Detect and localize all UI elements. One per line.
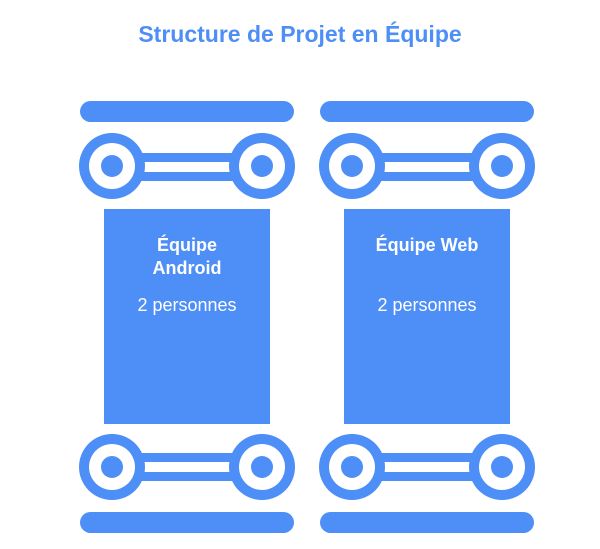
team-android-count: 2 personnes: [137, 295, 237, 315]
diagram-title: Structure de Projet en Équipe: [138, 21, 462, 47]
pillar-shaft: [344, 209, 510, 424]
pillar-bottom-cap: [320, 512, 534, 533]
team-android-name: Équipe Android: [152, 235, 222, 278]
pillar-top-beam: [350, 172, 504, 181]
pillar-web: [319, 101, 535, 533]
pillar-bottom-cap: [80, 512, 294, 533]
pillar-bottom-beam: [350, 453, 504, 462]
pillar-bottom-beam: [350, 472, 504, 481]
team-web-count: 2 personnes: [377, 295, 477, 315]
pillar-bottom-beam: [110, 472, 264, 481]
pillar-bottom-beam: [110, 453, 264, 462]
pillar-top-cap: [80, 101, 294, 122]
pillar-top-beam: [110, 172, 264, 181]
pillar-top-cap: [320, 101, 534, 122]
pillar-android: [79, 101, 295, 533]
pillar-top-beam: [110, 153, 264, 162]
team-web-name: Équipe Web: [375, 235, 479, 255]
pillar-top-beam: [350, 153, 504, 162]
pillar-shaft: [104, 209, 270, 424]
